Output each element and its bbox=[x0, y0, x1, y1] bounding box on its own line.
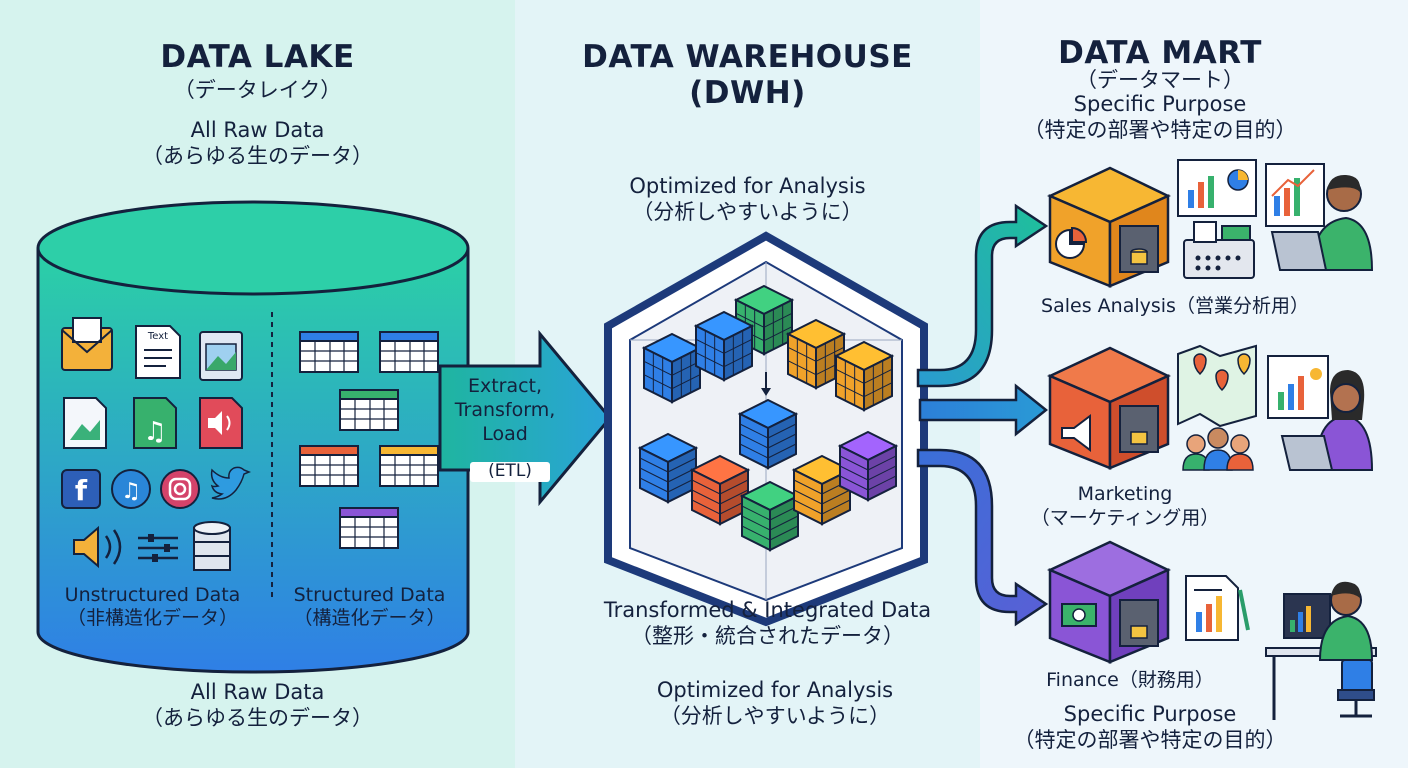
database-icon bbox=[193, 521, 231, 571]
structured-label: Structured Data bbox=[293, 584, 446, 606]
finance-label: Finance（財務用） bbox=[1046, 669, 1214, 691]
svg-text:f: f bbox=[75, 474, 88, 507]
audio-file-icon bbox=[199, 397, 243, 449]
etl-abbr: (ETL) bbox=[470, 461, 550, 482]
svg-text:♫: ♫ bbox=[143, 417, 166, 447]
finance-mart-building bbox=[1046, 540, 1171, 664]
svg-text:♫: ♫ bbox=[121, 479, 141, 504]
structured-tables bbox=[299, 331, 439, 549]
etl-arrow bbox=[438, 329, 612, 507]
music-app-icon: ♫ bbox=[111, 469, 151, 509]
arrow-to-finance bbox=[916, 448, 1049, 627]
image-icon bbox=[199, 331, 243, 381]
facebook-icon: f bbox=[61, 469, 101, 509]
lake-top-label: All Raw Data bbox=[190, 118, 325, 142]
blue-grid-cube bbox=[641, 332, 703, 404]
arrow-to-sales bbox=[916, 203, 1049, 388]
text-file-icon bbox=[135, 325, 181, 379]
marketing-label: Marketing bbox=[1077, 483, 1173, 505]
warehouse-top-label-ja: （分析しやすいように） bbox=[632, 200, 863, 224]
instagram-icon bbox=[160, 469, 200, 509]
warehouse-middle-label: Transformed & Integrated Data bbox=[603, 598, 932, 622]
orange-grid-cube bbox=[833, 340, 895, 412]
mart-purpose-ja: （特定の部署や特定の目的） bbox=[1023, 118, 1297, 142]
arrow-to-marketing bbox=[918, 383, 1049, 437]
mart-title: DATA MART bbox=[1058, 35, 1262, 71]
warehouse-bottom-label-ja: （分析しやすいように） bbox=[659, 704, 891, 728]
finance-report-icon bbox=[1185, 575, 1250, 641]
mart-bottom-purpose-ja: （特定の部署や特定の目的） bbox=[1013, 728, 1287, 752]
unstructured-label-ja: （非構造化データ） bbox=[66, 607, 238, 629]
sales-chart-board-icon bbox=[1177, 159, 1257, 217]
lake-top-label-ja: （あらゆる生のデータ） bbox=[142, 144, 373, 168]
warehouse-cubes bbox=[637, 284, 899, 552]
audience-group-icon bbox=[1182, 427, 1254, 471]
blue-stack-cube bbox=[637, 432, 699, 504]
mart-purpose: Specific Purpose bbox=[1073, 92, 1247, 116]
etl-label-3: Load bbox=[482, 423, 528, 445]
table-icon bbox=[299, 331, 359, 373]
marketing-analyst-person-icon bbox=[1267, 355, 1374, 471]
etl-label-1: Extract, bbox=[467, 375, 543, 397]
finance-analyst-person-icon bbox=[1265, 581, 1377, 720]
twitter-bird-icon bbox=[210, 466, 252, 500]
text-file-label: Text bbox=[147, 331, 169, 342]
warehouse-title: DATA WAREHOUSE bbox=[582, 39, 913, 75]
table-icon bbox=[379, 331, 439, 373]
blue-solid-cube bbox=[737, 398, 799, 470]
table-icon bbox=[379, 445, 439, 487]
sales-label: Sales Analysis（営業分析用） bbox=[1041, 295, 1309, 317]
sales-mart-building bbox=[1046, 166, 1171, 288]
marketing-mart-building bbox=[1046, 346, 1171, 470]
warehouse-bottom-label: Optimized for Analysis bbox=[656, 678, 894, 702]
table-icon bbox=[339, 389, 399, 431]
map-pin-icon bbox=[1177, 344, 1257, 428]
etl-label-2: Transform, bbox=[454, 399, 556, 421]
music-file-icon: ♫ bbox=[133, 397, 177, 449]
photo-file-icon bbox=[63, 397, 107, 449]
warehouse-title-abbr: (DWH) bbox=[689, 75, 806, 111]
lake-title-ja: （データレイク） bbox=[173, 78, 342, 102]
purple-stack-cube bbox=[837, 430, 899, 502]
marketing-label-ja: （マーケティング用） bbox=[1030, 507, 1220, 529]
table-icon bbox=[299, 445, 359, 487]
structured-label-ja: （構造化データ） bbox=[293, 607, 446, 629]
lake-bottom-label: All Raw Data bbox=[190, 680, 325, 704]
lake-bottom-label-ja: （あらゆる生のデータ） bbox=[142, 706, 373, 730]
unstructured-label: Unstructured Data bbox=[64, 584, 241, 606]
warehouse-top-label: Optimized for Analysis bbox=[629, 174, 866, 198]
sales-analyst-person-icon bbox=[1265, 163, 1374, 271]
mart-title-ja: （データマート） bbox=[1076, 68, 1244, 92]
table-icon bbox=[339, 507, 399, 549]
warehouse-middle-label-ja: （整形・統合されたデータ） bbox=[631, 624, 904, 648]
cash-register-icon bbox=[1183, 221, 1255, 279]
blue-grid-cube bbox=[693, 310, 755, 382]
mart-bottom-purpose: Specific Purpose bbox=[1063, 702, 1237, 726]
green-stack-cube bbox=[739, 480, 801, 552]
speaker-icon bbox=[73, 525, 122, 569]
sliders-icon bbox=[138, 534, 178, 562]
lake-title: DATA LAKE bbox=[160, 39, 355, 75]
email-icon bbox=[61, 317, 113, 371]
red-stack-cube bbox=[689, 454, 751, 526]
